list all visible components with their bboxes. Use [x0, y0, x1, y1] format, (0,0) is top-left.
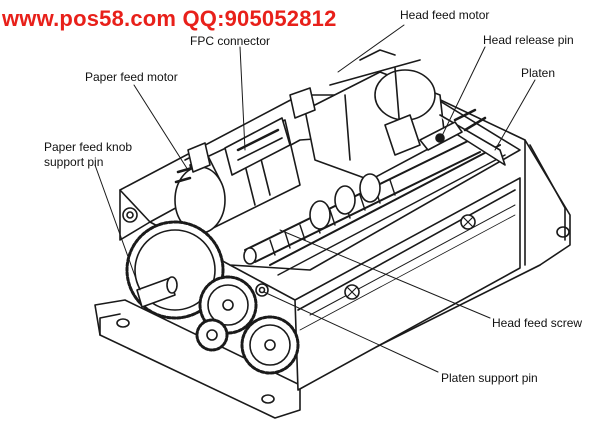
label-paper-feed-knob-line2: support pin [44, 155, 104, 169]
front-plate [229, 177, 521, 391]
leader-lines [94, 24, 536, 373]
gear-train [125, 220, 300, 375]
head-release-pin [419, 121, 463, 151]
platen-support-pin [255, 283, 269, 297]
paper-feed-knob-support-pin [136, 276, 178, 308]
label-platen: Platen [521, 66, 556, 80]
head-feed-motor [304, 49, 446, 181]
label-head-feed-motor: Head feed motor [400, 8, 490, 22]
label-paper-feed-knob-line1: Paper feed knob [44, 140, 133, 154]
label-head-feed-screw: Head feed screw [492, 316, 583, 330]
label-head-release-pin: Head release pin [483, 33, 574, 47]
label-paper-feed-motor: Paper feed motor [85, 70, 178, 84]
head-feed-screw [243, 139, 481, 265]
label-platen-support-pin: Platen support pin [441, 371, 538, 385]
label-fpc-connector: FPC connector [190, 34, 271, 48]
bracket-blocks [187, 87, 421, 173]
watermark-text: www.pos58.com QQ:905052812 [2, 6, 337, 31]
